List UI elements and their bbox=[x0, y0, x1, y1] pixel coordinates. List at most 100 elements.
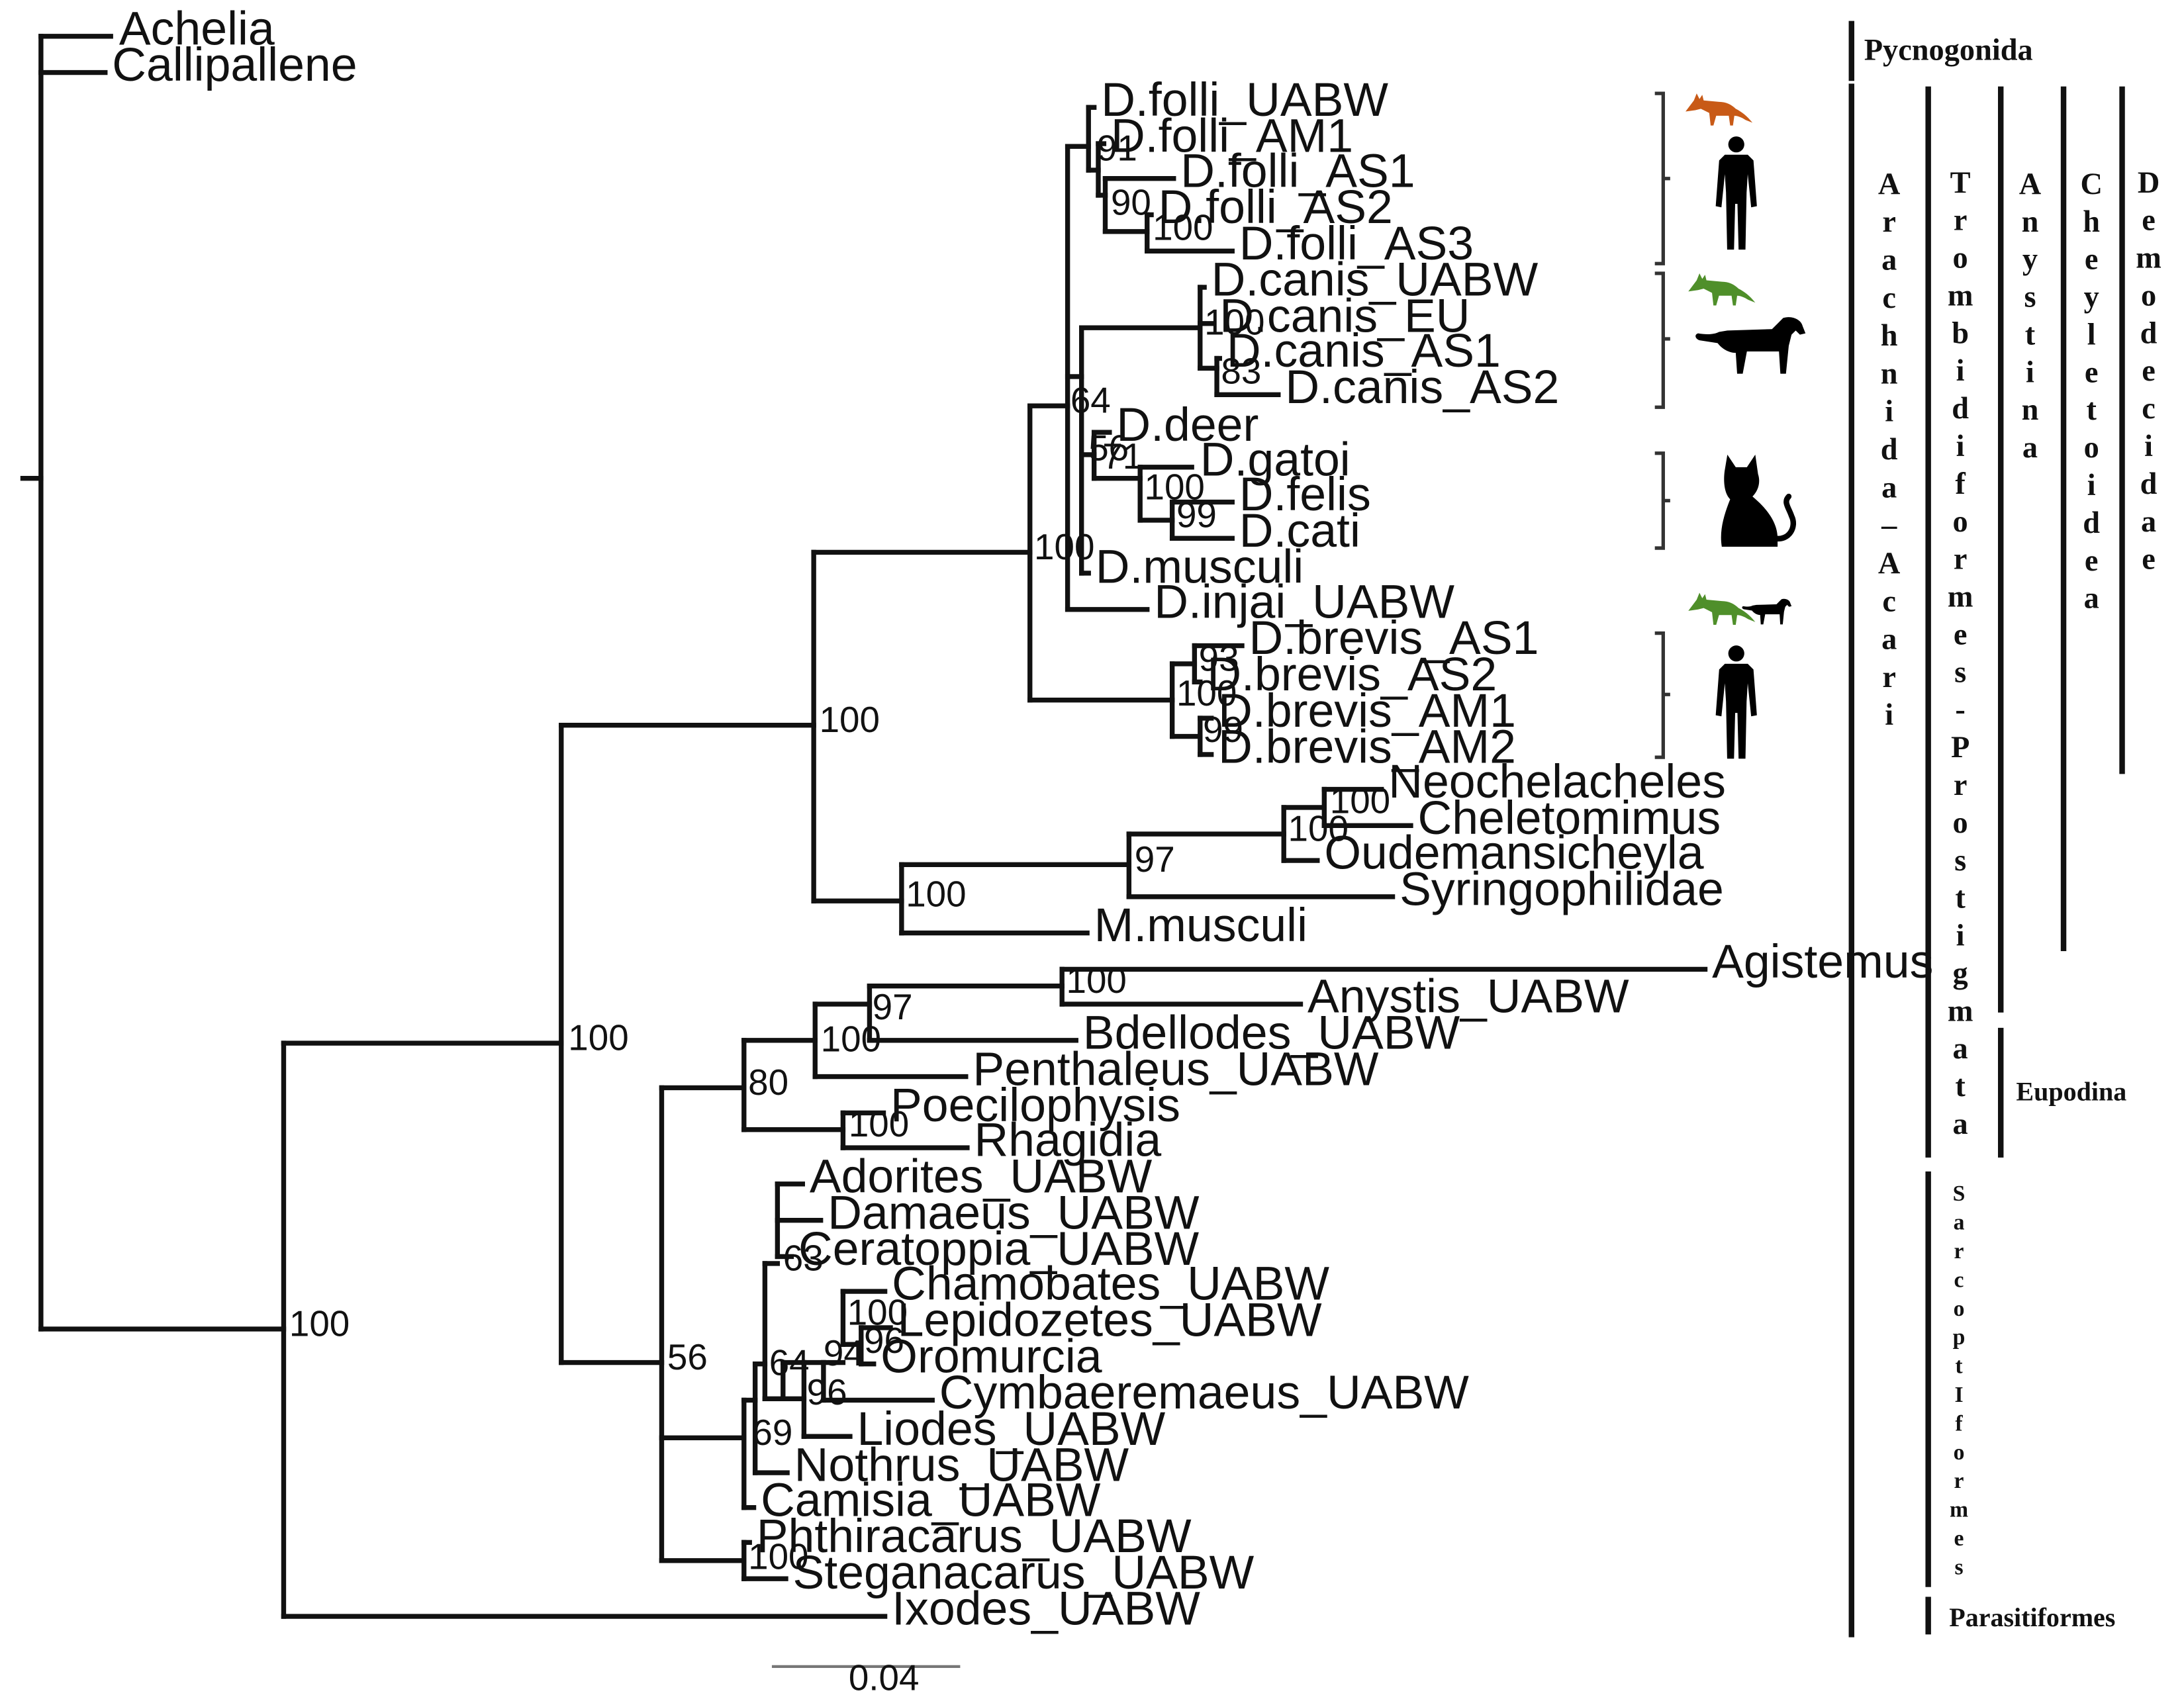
group-bars bbox=[1848, 21, 2125, 1638]
support-value: 64 bbox=[769, 1342, 810, 1383]
tip-label: D.gatoi bbox=[1200, 433, 1351, 486]
tip-label: D.deer bbox=[1116, 398, 1258, 451]
tip-label: Achelia bbox=[119, 2, 275, 55]
support-value: 56 bbox=[667, 1336, 708, 1377]
support-value: 100 bbox=[1288, 808, 1349, 849]
tip-label: D.brevis_AS1 bbox=[1249, 612, 1539, 665]
bracket-brevis bbox=[1654, 631, 1670, 759]
tip-label: M.musculi bbox=[1094, 899, 1307, 952]
scale-bar: 0.04 bbox=[771, 1657, 961, 1698]
group-label-pycnogonida: Pycnogonida bbox=[1864, 34, 2033, 68]
tip-label: Agistemus bbox=[1712, 935, 1933, 988]
tip-label: D.folli_AS2 bbox=[1159, 181, 1393, 234]
support-value: 69 bbox=[752, 1412, 792, 1453]
support-value: 100 bbox=[748, 1536, 808, 1577]
tip-label: Camisia_UABW bbox=[761, 1473, 1101, 1526]
tip-label: Bdellodes_UABW bbox=[1083, 1006, 1460, 1059]
tip-label: D.folli_AS3 bbox=[1239, 217, 1474, 270]
support-values: 91 90 100 100 83 64 56 71 100 99 100 93 … bbox=[289, 127, 1390, 1577]
support-value: 100 bbox=[1176, 672, 1237, 714]
support-value: 100 bbox=[849, 1103, 909, 1144]
support-value: 96 bbox=[864, 1320, 904, 1361]
support-value: 97 bbox=[873, 986, 913, 1027]
tip-label: D.canis_AS2 bbox=[1285, 361, 1559, 414]
support-value: 64 bbox=[1070, 380, 1111, 421]
support-value: 100 bbox=[1204, 302, 1264, 343]
support-value: 91 bbox=[1097, 127, 1137, 168]
tip-label: Nothrus_UABW bbox=[794, 1439, 1129, 1492]
tip-label: Lepidozetes_UABW bbox=[898, 1294, 1322, 1347]
support-value: 83 bbox=[1221, 350, 1261, 391]
fox-icon bbox=[1688, 273, 1756, 306]
tip-label: Cymbaeremaeus_UABW bbox=[939, 1366, 1469, 1419]
support-value: 71 bbox=[1102, 436, 1143, 477]
tip-label: D.folli_AS1 bbox=[1180, 144, 1415, 197]
bracket-cati bbox=[1654, 451, 1670, 550]
support-value: 99 bbox=[1203, 709, 1243, 750]
tip-label: D.folli_UABW bbox=[1101, 73, 1388, 126]
support-value: 99 bbox=[1176, 494, 1217, 535]
tip-label: Chamobates_UABW bbox=[892, 1258, 1329, 1311]
tip-label: D.injai_UABW bbox=[1154, 575, 1454, 628]
support-value: 100 bbox=[1067, 960, 1127, 1001]
support-value: 100 bbox=[906, 874, 966, 915]
tip-label: Ceratoppia_UABW bbox=[798, 1223, 1200, 1275]
human-icon bbox=[1715, 136, 1757, 250]
tip-label: Neochelacheles bbox=[1388, 755, 1726, 808]
support-value: 90 bbox=[1111, 181, 1151, 222]
tip-label: D.brevis_AS2 bbox=[1207, 648, 1497, 701]
cat-icon bbox=[1721, 455, 1793, 547]
tip-labels: Achelia Callipallene D.folli_UABW D.foll… bbox=[112, 2, 1933, 1635]
fox-icon bbox=[1685, 93, 1753, 126]
tip-label: D.folli_AM1 bbox=[1111, 110, 1353, 163]
tip-label: D.canis_EU bbox=[1219, 289, 1470, 342]
group-label-parasitiformes: Parasitiformes bbox=[1949, 1602, 2115, 1632]
bracket-canis bbox=[1654, 271, 1670, 409]
support-value: 100 bbox=[1145, 466, 1205, 507]
tip-label: Poecilophysis bbox=[890, 1079, 1180, 1132]
support-value: 100 bbox=[820, 699, 880, 740]
tip-label: Ixodes_UABW bbox=[892, 1583, 1200, 1636]
tip-label: Steganacarus_UABW bbox=[793, 1546, 1255, 1599]
support-value: 97 bbox=[1135, 839, 1175, 880]
support-value: 100 bbox=[1034, 526, 1094, 567]
bracket-folli bbox=[1654, 91, 1670, 265]
dog-icon bbox=[1695, 317, 1806, 374]
support-value: 56 bbox=[1088, 427, 1129, 468]
support-value: 100 bbox=[568, 1017, 628, 1058]
host-silhouettes bbox=[1685, 93, 1806, 759]
support-value: 80 bbox=[748, 1062, 788, 1103]
tip-label: D.canis_UABW bbox=[1211, 254, 1539, 306]
support-value: 100 bbox=[821, 1019, 881, 1060]
support-value: 93 bbox=[1199, 637, 1239, 678]
scale-bar-label: 0.04 bbox=[849, 1657, 920, 1698]
tip-label: Anystis_UABW bbox=[1307, 970, 1629, 1023]
support-value: 96 bbox=[807, 1371, 847, 1412]
tip-label: Oudemansicheyla bbox=[1324, 827, 1703, 880]
tip-label: D.felis bbox=[1239, 468, 1371, 521]
tip-label: Penthaleus_UABW bbox=[973, 1042, 1379, 1095]
tree-branches bbox=[20, 34, 1708, 1619]
group-label-eupodina: Eupodina bbox=[2016, 1076, 2126, 1106]
tip-label: Adorites_UABW bbox=[810, 1150, 1153, 1203]
support-value: 94 bbox=[824, 1332, 864, 1373]
tip-label: D.musculi bbox=[1096, 541, 1304, 594]
dog-icon bbox=[1742, 598, 1792, 625]
tip-label: Rhagidia bbox=[974, 1114, 1161, 1167]
support-value: 100 bbox=[847, 1292, 908, 1333]
tip-label: Damaeus_UABW bbox=[828, 1186, 1200, 1239]
tip-label: Oromurcia bbox=[880, 1330, 1102, 1383]
tip-label: Syringophilidae bbox=[1400, 862, 1724, 915]
support-value: 63 bbox=[783, 1238, 824, 1279]
human-icon bbox=[1715, 645, 1757, 759]
tip-label: D.cati bbox=[1239, 504, 1360, 557]
tip-label: D.canis_AS1 bbox=[1227, 324, 1501, 377]
